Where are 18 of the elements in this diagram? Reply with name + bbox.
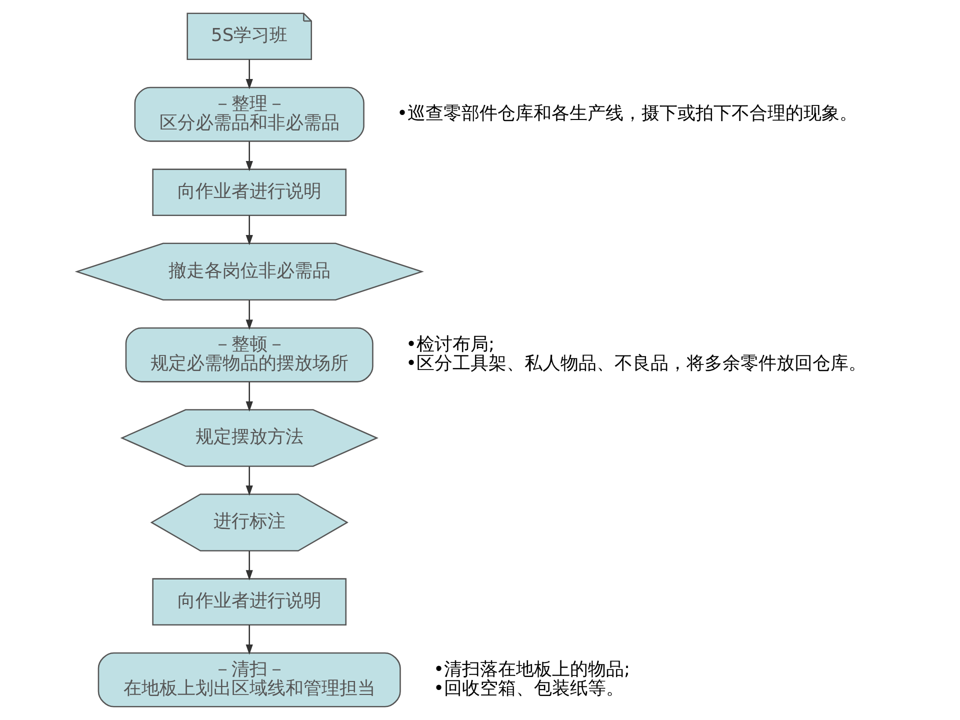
node-label: •清扫落在地板上的物品; bbox=[433, 658, 630, 680]
node-label: •回收空箱、包装纸等。 bbox=[433, 678, 624, 700]
arrow bbox=[246, 215, 253, 246]
node-box: －整理－ 区分必需品和非必需品 bbox=[134, 86, 364, 142]
arrow bbox=[246, 382, 253, 412]
node-box: 向作业者进行说明 bbox=[152, 578, 347, 626]
arrow bbox=[246, 300, 253, 330]
node-box: 向作业者进行说明 bbox=[152, 168, 347, 216]
arrow bbox=[246, 142, 253, 172]
node-box: －清扫－ 在地板上划出区域线和管理担当 bbox=[98, 652, 401, 708]
arrow bbox=[246, 551, 253, 580]
node-label: •检讨布局; bbox=[406, 334, 495, 355]
arrow bbox=[246, 624, 253, 655]
node-label: •巡查零部件仓库和各生产线，摄下或拍下不合理的现象。 bbox=[397, 103, 858, 124]
arrow bbox=[246, 59, 253, 90]
arrow bbox=[246, 466, 253, 496]
node-label: •区分工具架、私人物品、不良品，将多余零件放回仓库。 bbox=[406, 353, 867, 374]
node-box: －整顿－ 规定必需物品的摆放场所 bbox=[125, 327, 374, 382]
